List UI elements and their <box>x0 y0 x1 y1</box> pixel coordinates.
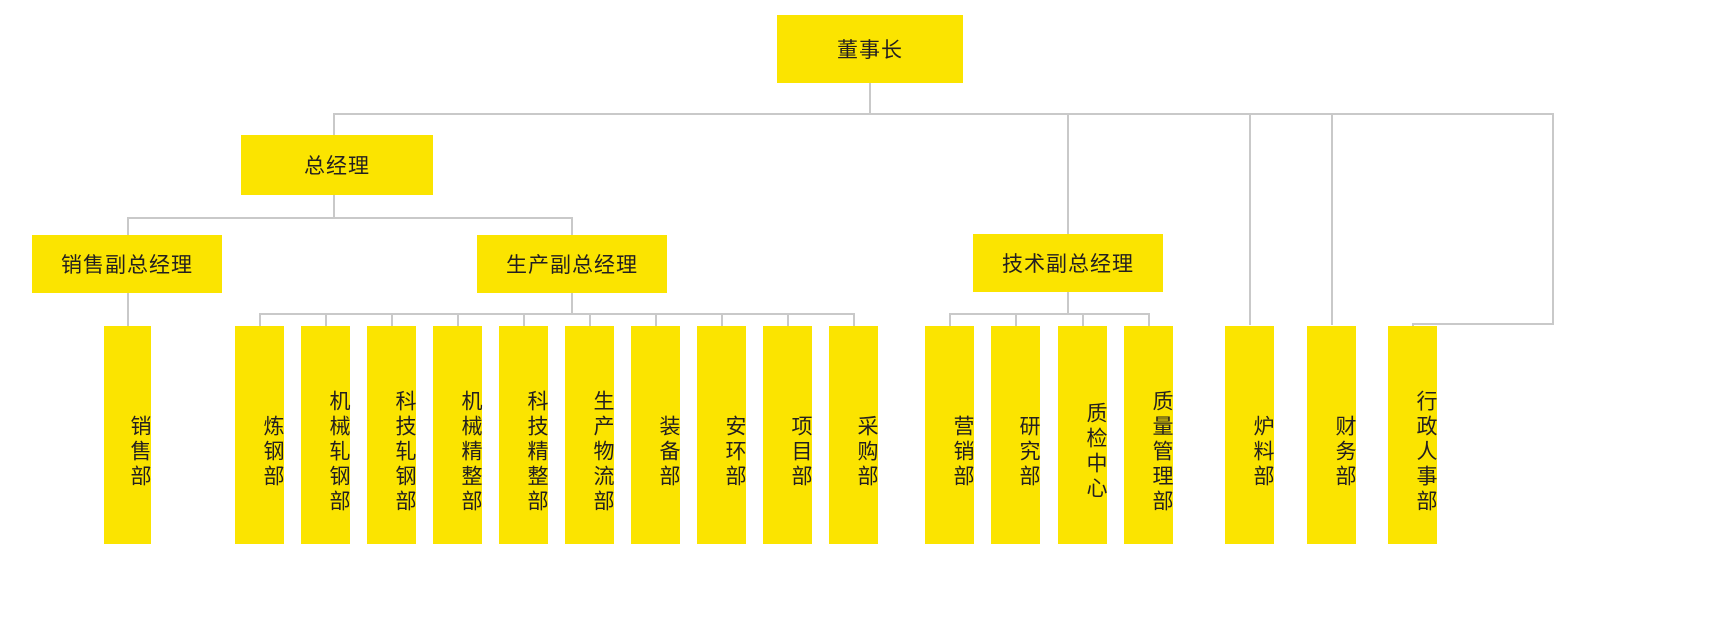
node-general-manager[interactable]: 总经理 <box>241 135 433 195</box>
node-quality-mgmt-dept[interactable]: 质量管理部 <box>1124 326 1173 544</box>
connector-drop-steelmaking-dept <box>259 313 261 327</box>
node-chairman-label: 董事长 <box>837 39 903 62</box>
node-equipment-dept-label: 装备部 <box>657 414 680 490</box>
node-research-dept-label: 研究部 <box>1017 414 1040 490</box>
connector-tech-vp-bus <box>949 313 1149 315</box>
connector-drop-logistics-dept <box>589 313 591 327</box>
node-procurement-dept[interactable]: 采购部 <box>829 326 878 544</box>
node-tech-rolling-dept[interactable]: 科技轧钢部 <box>367 326 416 544</box>
node-mech-finishing-dept[interactable]: 机械精整部 <box>433 326 482 544</box>
connector-drop-quality-mgmt-dept <box>1148 313 1150 327</box>
node-furnace-dept-label: 炉料部 <box>1251 414 1274 490</box>
node-tech-vp-label: 技术副总经理 <box>1002 253 1134 276</box>
node-steelmaking-dept[interactable]: 炼钢部 <box>235 326 284 544</box>
node-production-vp[interactable]: 生产副总经理 <box>477 235 667 293</box>
node-project-dept[interactable]: 项目部 <box>763 326 812 544</box>
node-qc-center-label: 质检中心 <box>1084 402 1107 502</box>
node-tech-rolling-dept-label: 科技轧钢部 <box>393 389 416 515</box>
connector-chairman-bus <box>333 113 1554 115</box>
connector-drop-qc-center <box>1082 313 1084 327</box>
connector-drop-production-vp <box>571 217 573 235</box>
connector-drop-furnace-dept <box>1249 113 1251 325</box>
node-furnace-dept[interactable]: 炉料部 <box>1225 326 1274 544</box>
connector-drop-finance-dept <box>1331 113 1333 325</box>
node-logistics-dept-label: 生产物流部 <box>591 389 614 515</box>
node-logistics-dept[interactable]: 生产物流部 <box>565 326 614 544</box>
connector-drop-project-dept <box>787 313 789 327</box>
connector-drop-mech-rolling-dept <box>325 313 327 327</box>
node-chairman[interactable]: 董事长 <box>777 15 963 83</box>
node-finance-dept-label: 财务部 <box>1333 414 1356 490</box>
node-safety-env-dept[interactable]: 安环部 <box>697 326 746 544</box>
node-tech-vp[interactable]: 技术副总经理 <box>973 234 1163 292</box>
node-research-dept[interactable]: 研究部 <box>991 326 1040 544</box>
connector-drop-tech-vp <box>1067 113 1069 234</box>
node-mech-rolling-dept-label: 机械轧钢部 <box>327 389 350 515</box>
node-tech-finishing-dept-label: 科技精整部 <box>525 389 548 515</box>
connector-drop-tech-finishing-dept <box>523 313 525 327</box>
node-mech-rolling-dept[interactable]: 机械轧钢部 <box>301 326 350 544</box>
connector-drop-admin-hr-dept <box>1552 113 1554 325</box>
node-finance-dept[interactable]: 财务部 <box>1307 326 1356 544</box>
node-steelmaking-dept-label: 炼钢部 <box>261 414 284 490</box>
node-admin-hr-dept[interactable]: 行政人事部 <box>1388 326 1437 544</box>
connector-drop-safety-env-dept <box>721 313 723 327</box>
node-equipment-dept[interactable]: 装备部 <box>631 326 680 544</box>
connector-drop-mech-finishing-dept <box>457 313 459 327</box>
node-sales-dept[interactable]: 销售部 <box>104 326 151 544</box>
connector-drop-sales-vp <box>127 217 129 235</box>
node-sales-dept-label: 销售部 <box>128 414 151 490</box>
node-safety-env-dept-label: 安环部 <box>723 414 746 490</box>
connector-general-manager-stem <box>333 195 335 218</box>
connector-production-vp-bus <box>259 313 853 315</box>
node-sales-vp[interactable]: 销售副总经理 <box>32 235 222 293</box>
connector-drop-general-manager <box>333 113 335 135</box>
connector-chairman-stem <box>869 83 871 114</box>
node-procurement-dept-label: 采购部 <box>855 414 878 490</box>
node-project-dept-label: 项目部 <box>789 414 812 490</box>
connector-general-manager-bus <box>127 217 573 219</box>
connector-drop-tech-rolling-dept <box>391 313 393 327</box>
node-general-manager-label: 总经理 <box>304 155 370 178</box>
connector-drop-research-dept <box>1015 313 1017 327</box>
node-marketing-dept[interactable]: 营销部 <box>925 326 974 544</box>
connector-production-vp-stem <box>571 293 573 314</box>
node-sales-vp-label: 销售副总经理 <box>61 254 193 277</box>
node-quality-mgmt-dept-label: 质量管理部 <box>1150 389 1173 515</box>
connector-drop-procurement-dept <box>853 313 855 327</box>
node-tech-finishing-dept[interactable]: 科技精整部 <box>499 326 548 544</box>
connector-sales-vp-stem <box>127 293 129 327</box>
connector-drop-equipment-dept <box>655 313 657 327</box>
node-production-vp-label: 生产副总经理 <box>506 254 638 277</box>
node-qc-center[interactable]: 质检中心 <box>1058 326 1107 544</box>
connector-tech-vp-stem <box>1067 292 1069 314</box>
node-admin-hr-dept-label: 行政人事部 <box>1414 389 1437 515</box>
connector-drop-admin-hr-final <box>1412 323 1414 327</box>
connector-drop-marketing-dept <box>949 313 951 327</box>
connector-admin-hr-elbow <box>1412 323 1554 325</box>
node-mech-finishing-dept-label: 机械精整部 <box>459 389 482 515</box>
node-marketing-dept-label: 营销部 <box>951 414 974 490</box>
